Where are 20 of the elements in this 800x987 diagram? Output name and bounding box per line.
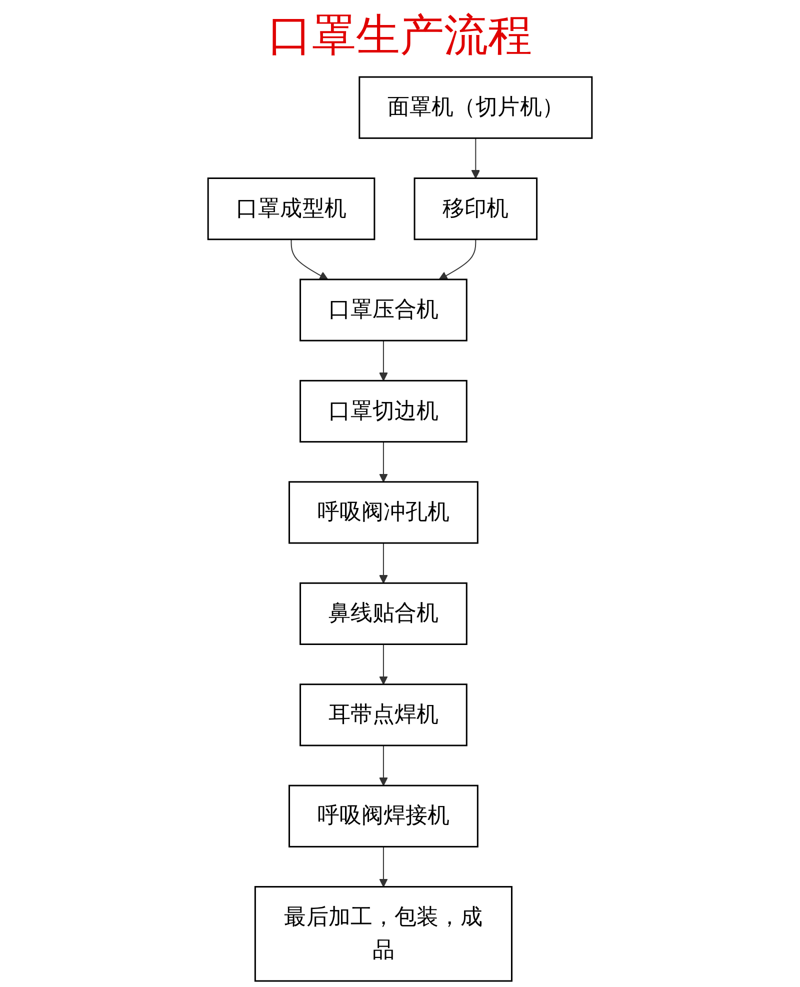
arrow	[379, 441, 388, 482]
arrow	[379, 744, 388, 786]
node-box: 口罩成型机	[207, 177, 376, 240]
node-box: 口罩压合机	[300, 278, 468, 342]
node-box: 移印机	[414, 177, 538, 240]
node-box: 呼吸阀冲孔机	[288, 481, 478, 544]
node-box: 耳带点焊机	[300, 684, 468, 746]
arrow	[438, 238, 476, 280]
arrow	[379, 340, 388, 382]
node-box: 面罩机（切片机）	[358, 76, 593, 139]
node-box: 鼻线贴合机	[300, 582, 468, 645]
node-box: 最后加工，包装，成品	[254, 886, 512, 982]
node-box: 口罩切边机	[300, 380, 468, 443]
node-box: 呼吸阀焊接机	[288, 784, 478, 848]
arrow	[379, 846, 388, 888]
arrow	[379, 644, 388, 685]
arrow	[379, 542, 388, 584]
arrow	[290, 238, 328, 280]
arrow	[471, 138, 480, 179]
diagram-title: 口罩生产流程	[267, 9, 533, 63]
